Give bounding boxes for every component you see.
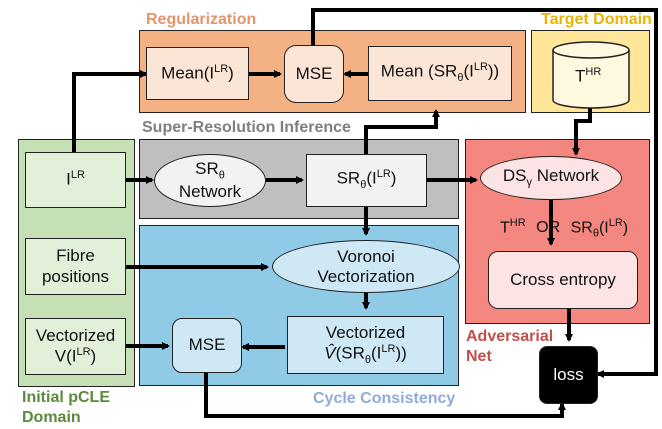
cycle-consistency-title: Cycle Consistency: [313, 390, 456, 407]
target-domain-title: Target Domain: [541, 11, 652, 28]
sr-output-node: SRθ(ILR): [306, 154, 427, 207]
target-hr-database-icon: [552, 41, 630, 109]
mean-lr-node: Mean(ILR): [146, 47, 249, 100]
mse-regularization-node: MSE: [284, 45, 344, 103]
ds-network-node: DSγ Network: [480, 156, 622, 200]
cross-entropy-node: Cross entropy: [488, 251, 638, 309]
discriminator-input-label: THR OR SRθ(ILR): [500, 217, 629, 240]
adversarial-title-line2: Net: [466, 348, 492, 365]
input-lr-node: ILR: [25, 152, 126, 208]
loss-node: loss: [539, 346, 598, 404]
super-resolution-title: Super-Resolution Inference: [142, 119, 351, 136]
initial-pcle-title-line2: Domain: [22, 409, 81, 426]
target-hr-label: THR: [575, 66, 602, 86]
adversarial-title-line1: Adversarial: [466, 328, 554, 345]
regularization-title: Regularization: [146, 11, 257, 28]
mse-cycle-node: MSE: [172, 318, 242, 373]
initial-pcle-title-line1: Initial pCLE: [22, 389, 110, 406]
mean-sr-node: Mean (SRθ(ILR)): [368, 46, 512, 101]
